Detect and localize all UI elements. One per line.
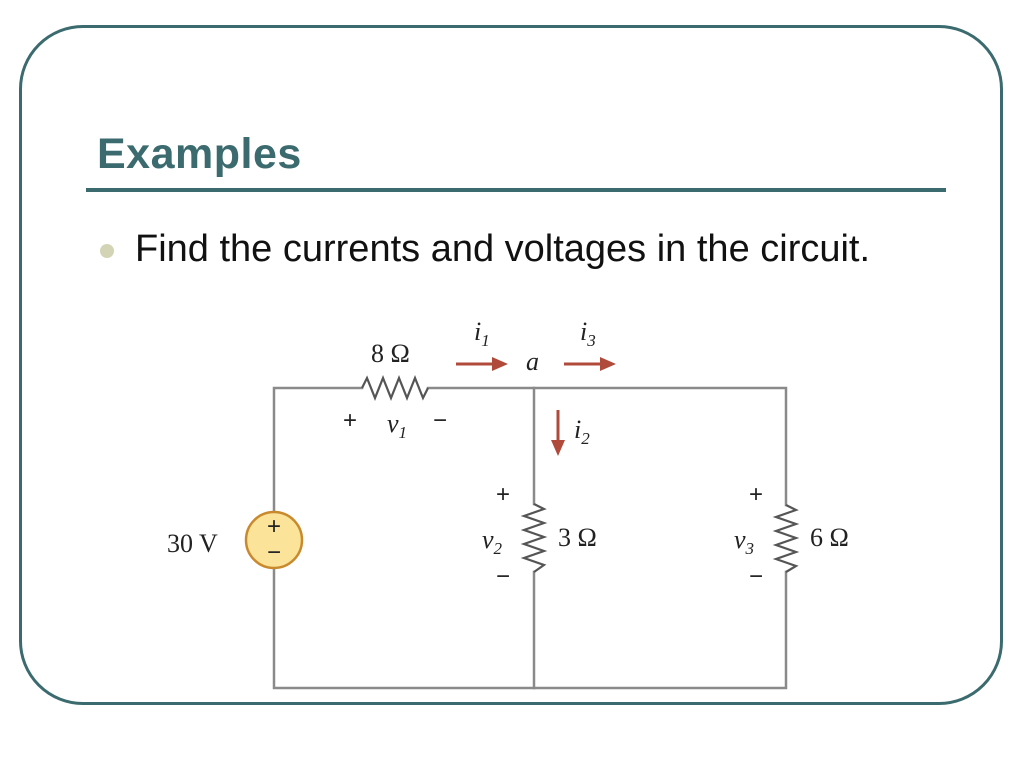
source-label: 30 V [167, 529, 218, 558]
r1-minus-sign: − [433, 407, 447, 434]
voltage-source: + − [244, 510, 304, 570]
current-arrows [456, 357, 616, 456]
current-i3-label: i3 [580, 317, 596, 350]
resistor-r3 [772, 504, 800, 573]
source-minus-sign: − [267, 539, 281, 566]
r1-voltage-label: v1 [387, 409, 407, 442]
node-a-label: a [526, 347, 539, 376]
wire-left-bottom [272, 566, 788, 690]
r2-plus-sign: + [496, 481, 510, 508]
r1-plus-sign: + [343, 407, 357, 434]
r3-voltage-label: v3 [734, 525, 754, 558]
arrow-i2-icon [551, 410, 565, 456]
r2-minus-sign: − [496, 563, 510, 590]
title-underline [86, 188, 946, 192]
bullet-text: Find the currents and voltages in the ci… [135, 228, 871, 270]
current-i1-label: i1 [474, 317, 490, 350]
source-plus-sign: + [267, 513, 281, 540]
r2-voltage-label: v2 [482, 525, 503, 558]
slide-title: Examples [97, 130, 302, 178]
resistor-r1 [361, 375, 429, 401]
current-i2-label: i2 [574, 415, 590, 448]
wire-top-middle [426, 386, 788, 507]
bullet-icon [100, 244, 114, 258]
r3-plus-sign: + [749, 481, 763, 508]
resistor-r2 [520, 503, 548, 573]
arrow-i1-icon [456, 357, 508, 371]
voltage-source-circle [244, 510, 304, 570]
slide-frame [19, 25, 1003, 705]
r1-label: 8 Ω [371, 339, 410, 368]
r2-label: 3 Ω [558, 523, 597, 552]
arrow-i3-icon [564, 357, 616, 371]
r3-label: 6 Ω [810, 523, 849, 552]
r3-minus-sign: − [749, 563, 763, 590]
circuit-wires [272, 386, 788, 690]
wire-left-top [272, 386, 364, 514]
